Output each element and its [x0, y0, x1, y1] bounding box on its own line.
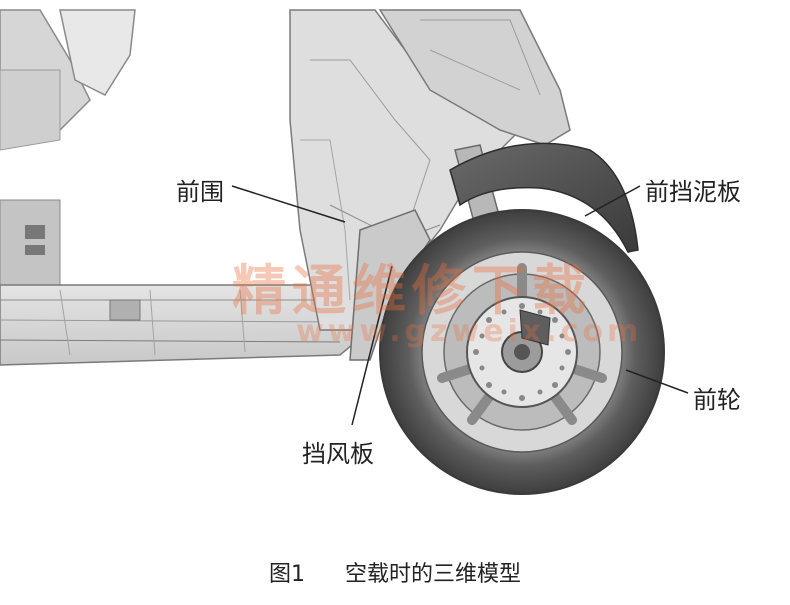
leader-front-wheel	[625, 369, 689, 394]
label-front-cover: 前围	[176, 178, 224, 206]
handlebar-headlight	[378, 9, 571, 146]
watermark-url: www.gzweix.com	[296, 314, 643, 349]
front-wheel-graphic	[379, 209, 665, 495]
label-windshield: 挡风板	[302, 440, 374, 468]
caption-text: 空载时的三维模型	[344, 562, 521, 587]
front-fender-graphic	[449, 142, 639, 253]
leader-front-cover	[231, 185, 346, 223]
label-front-wheel: 前轮	[693, 386, 741, 414]
scooter-3d-model	[0, 9, 689, 495]
seat-body	[0, 9, 136, 301]
label-front-fender: 前挡泥板	[645, 178, 741, 206]
leader-front-fender	[584, 185, 641, 217]
leader-lines	[231, 185, 689, 426]
caption-number: 图1	[268, 562, 305, 587]
watermark-chinese: 精通维修下载	[232, 259, 592, 322]
figure-caption: 图1 空载时的三维模型	[0, 556, 790, 588]
leader-windshield	[351, 265, 393, 426]
